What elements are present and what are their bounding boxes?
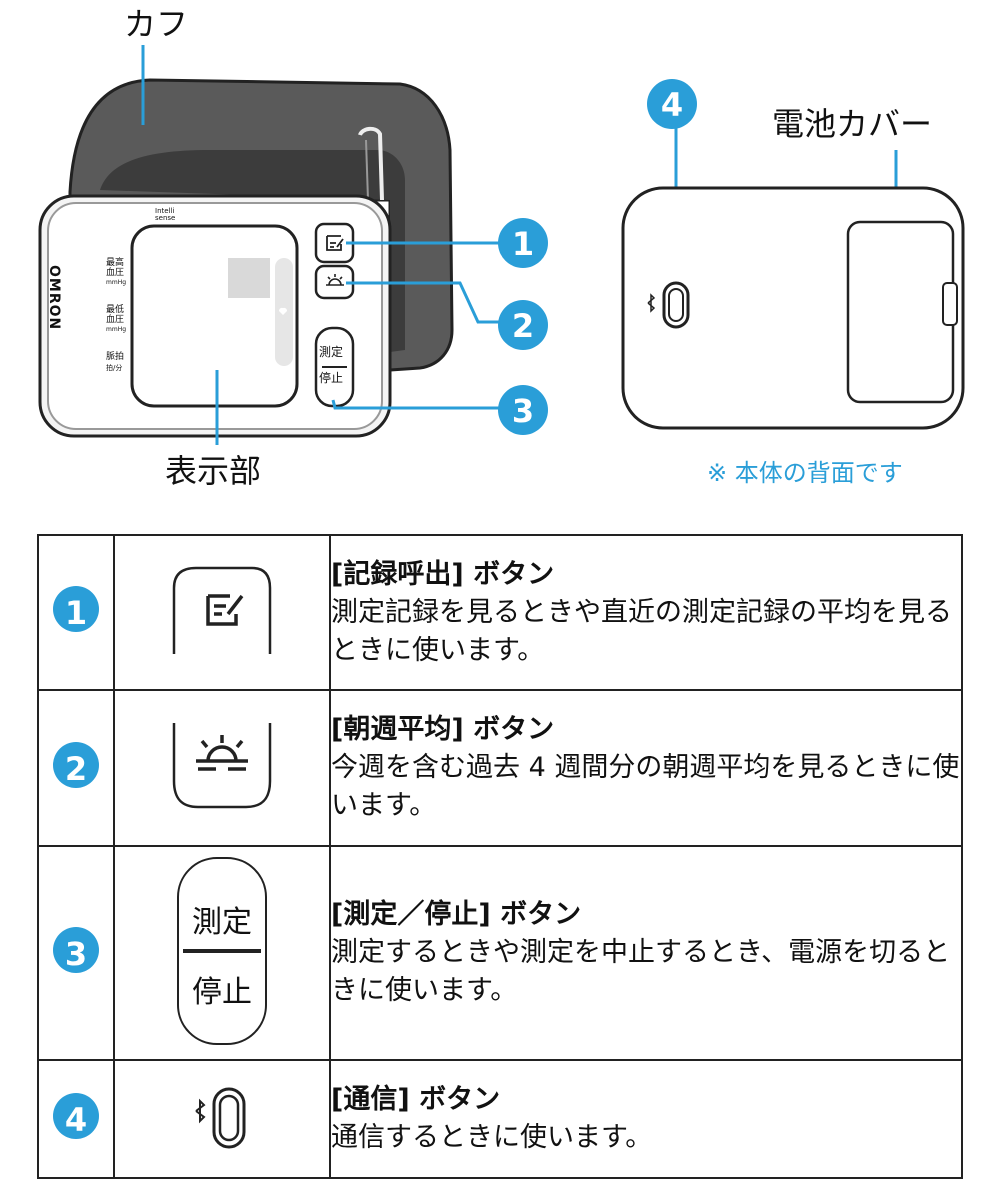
button-legend-table: 1 [記録呼出] ボタン 測定記録を見るときや直近の測定記録の平均を見るときに使…	[37, 534, 963, 1179]
row-number: 1	[64, 594, 88, 632]
pulse-label-unit: 拍/分	[106, 364, 123, 372]
callout-1: 1	[511, 225, 535, 263]
callout-2: 2	[511, 307, 535, 345]
memory-icon	[172, 566, 272, 654]
table-row: 4 [通信] ボタン 通信するときに使います。	[37, 1059, 963, 1179]
number-badge	[53, 926, 99, 973]
sunrise-icon	[172, 723, 272, 809]
pulse-label-line1: 脈拍	[106, 352, 125, 362]
button-description: 今週を含む過去 4 週間分の朝週平均を見るときに使います。	[331, 752, 960, 821]
dia-label-line1: 最低	[106, 305, 125, 315]
row-number: 4	[64, 1100, 88, 1139]
row-number-cell: 1	[37, 534, 115, 691]
row-number-cell: 4	[37, 1059, 115, 1179]
button-description: 測定記録を見るときや直近の測定記録の平均を見るときに使います。	[331, 596, 952, 666]
button-title: [通信] ボタン	[331, 1084, 501, 1115]
brand-logo: OMRON	[46, 265, 62, 331]
description-cell: [通信] ボタン 通信するときに使います。	[329, 1059, 963, 1179]
sys-label-line1: 最高	[106, 258, 125, 268]
icon-cell	[113, 534, 331, 691]
number-badge	[53, 1092, 99, 1139]
description-cell: [測定／停止] ボタン 測定するときや測定を中止するとき、電源を切るときに使いま…	[329, 845, 963, 1061]
callout-3: 3	[511, 392, 535, 430]
number-badge	[53, 741, 99, 788]
battery-cover-label: 電池カバー	[772, 105, 933, 143]
row-number: 3	[64, 934, 88, 973]
measure-label-bottom: 停止	[319, 371, 344, 385]
bluetooth-icon	[195, 1087, 246, 1149]
start-stop-bottom-label: 停止	[192, 975, 252, 1010]
table-row: 2 [朝週平均] ボタン 今週を含む過去 4 週間分の朝週平均を見るときに使いま…	[37, 689, 963, 847]
button-title: [測定／停止] ボタン	[331, 899, 582, 930]
description-cell: [朝週平均] ボタン 今週を含む過去 4 週間分の朝週平均を見るときに使います。	[329, 689, 963, 847]
table-row: 3 測定 停止 [測定／停止] ボタン 測定するときや測定を中止するとき、電源を…	[37, 845, 963, 1061]
intellisense-logo: Intelli sense	[155, 207, 176, 222]
cuff-shape	[68, 78, 454, 372]
device-diagram: OMRON Intelli sense 最高 血圧 mmHg 最低 血圧 mmH…	[0, 0, 1000, 520]
row-number-cell: 3	[37, 845, 115, 1061]
sys-label-line2: 血圧	[106, 268, 125, 278]
callout-badges	[498, 79, 697, 435]
button-title: [朝週平均] ボタン	[331, 714, 555, 745]
callout-4: 4	[660, 86, 684, 124]
table-row: 1 [記録呼出] ボタン 測定記録を見るときや直近の測定記録の平均を見るときに使…	[37, 534, 963, 691]
start-stop-divider	[183, 949, 261, 953]
dia-label: 最低 血圧 mmHg	[106, 305, 126, 335]
back-view-note: ※ 本体の背面です	[707, 459, 903, 487]
start-stop-icon: 測定 停止	[177, 857, 267, 1045]
icon-cell	[113, 1059, 331, 1179]
back-unit	[621, 186, 965, 430]
row-number-cell: 2	[37, 689, 115, 847]
dia-label-unit: mmHg	[106, 326, 127, 333]
pulse-label: 脈拍 拍/分	[106, 352, 124, 374]
icon-cell	[113, 689, 331, 847]
description-cell: [記録呼出] ボタン 測定記録を見るときや直近の測定記録の平均を見るときに使いま…	[329, 534, 963, 691]
measure-label-top: 測定	[319, 345, 344, 359]
device-illustration	[38, 45, 965, 445]
display-label: 表示部	[165, 452, 262, 490]
sys-label-unit: mmHg	[106, 279, 127, 286]
cuff-label: カフ	[124, 5, 189, 43]
icon-cell: 測定 停止	[113, 845, 331, 1061]
number-badge	[53, 586, 99, 632]
dia-label-line2: 血圧	[106, 315, 125, 325]
start-stop-top-label: 測定	[192, 905, 252, 940]
row-number: 2	[64, 749, 88, 788]
sys-label: 最高 血圧 mmHg	[106, 258, 126, 288]
button-title: [記録呼出] ボタン	[331, 558, 555, 590]
main-unit	[38, 194, 392, 438]
button-description: 通信するときに使います。	[331, 1122, 653, 1153]
button-description: 測定するときや測定を中止するとき、電源を切るときに使います。	[331, 937, 951, 1006]
